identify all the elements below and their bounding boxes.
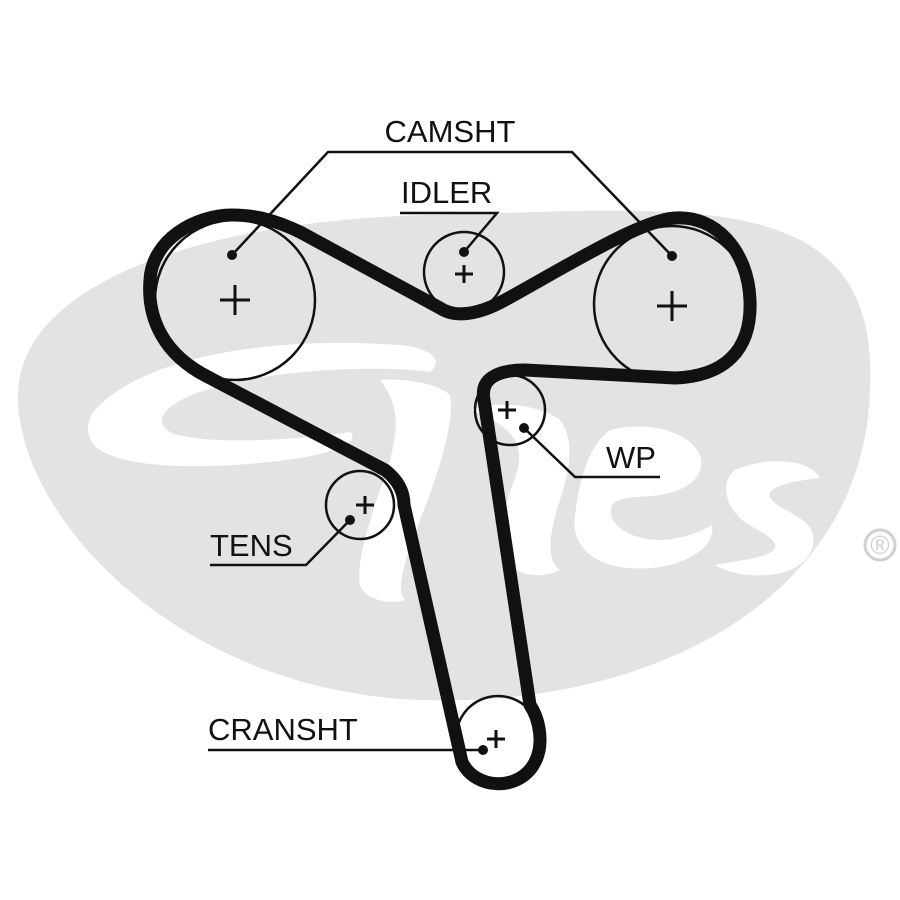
label-camshaft: CAMSHT: [385, 114, 516, 149]
idler-pulley: [422, 230, 506, 314]
registered-mark-circle: [863, 528, 897, 562]
registered-mark: ®: [870, 530, 889, 560]
watermark-ellipse: [17, 210, 871, 701]
crankshaft-pulley: [454, 694, 542, 782]
label-tensioner: TENS: [210, 528, 293, 563]
plus-icon: [657, 291, 687, 321]
idler-leader: [400, 211, 500, 253]
plus-icon: [356, 496, 374, 514]
plus-icon: [220, 285, 250, 315]
label-idler: IDLER: [401, 175, 492, 210]
label-water-pump: WP: [606, 440, 656, 475]
camshaft-leader: [231, 150, 673, 257]
plus-icon: [455, 265, 473, 283]
tensioner-pulley: [324, 469, 396, 541]
leader-dots: [227, 247, 677, 755]
label-crankshaft: CRANSHT: [208, 712, 358, 747]
leader-dot: [478, 745, 488, 755]
leader-dot: [345, 515, 355, 525]
water-pump-leader: [523, 427, 660, 479]
plus-icon: [498, 401, 516, 419]
leader-dot: [227, 250, 237, 260]
tensioner-leader: [210, 519, 351, 567]
leader-dot: [667, 251, 677, 261]
camshaft-pulley-left: [153, 218, 317, 382]
gates-logo-watermark: ®: [17, 210, 897, 701]
water-pump-pulley: [473, 373, 547, 447]
leader-dot: [519, 423, 529, 433]
camshaft-pulley-right: [592, 224, 752, 384]
plus-icon: [487, 730, 505, 748]
leader-lines: [208, 150, 673, 752]
leader-dot: [459, 247, 469, 257]
